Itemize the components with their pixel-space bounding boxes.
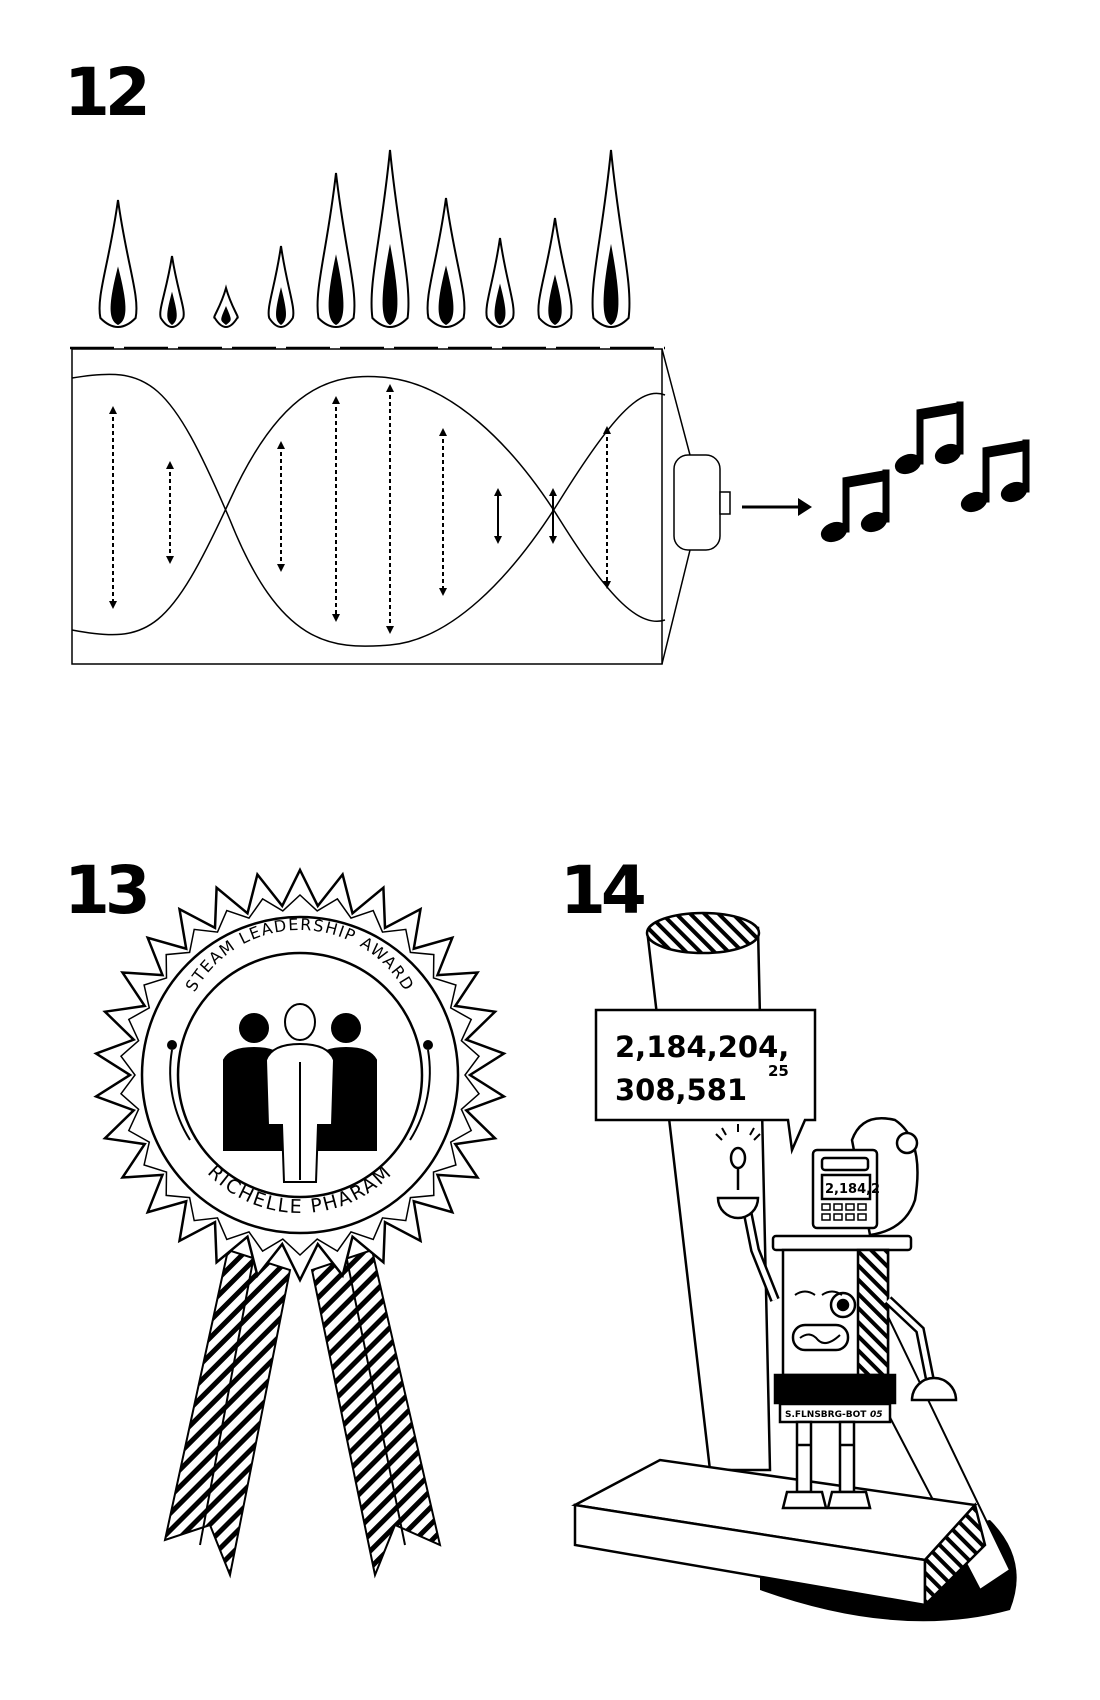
music-notes-icon [820,401,1030,543]
flame-row [98,149,631,328]
award-ribbons [163,1248,442,1579]
bubble-line-1: 2,184,204, [615,1030,789,1064]
bubble-exponent: 25 [768,1062,789,1080]
speech-bubble: 2,184,204, 308,581 25 [594,1008,817,1155]
robot-screen-text: 2,184,2 [825,1182,880,1197]
robot-label: S.FLNSBRG-BOT [785,1410,867,1420]
award-rosette-icon: STEAM LEADERSHIP AWARD RICHELLE PHARAM [93,867,507,1579]
panel-number-14: 14 [560,852,647,929]
bubble-line-2: 308,581 [615,1073,747,1107]
pressure-arrows [109,384,611,634]
flame-tube-icon [70,149,1030,665]
platform [571,1458,987,1609]
robot-label-suffix: 05 [870,1410,883,1420]
robot-icon: 2,184,2 S.FLNSBRG-BOT 05 [715,1117,958,1510]
panel-number-13: 13 [64,852,151,929]
people-group-icon [223,1003,377,1183]
arrow-right-icon [798,498,812,516]
panel-number-12: 12 [64,54,151,131]
